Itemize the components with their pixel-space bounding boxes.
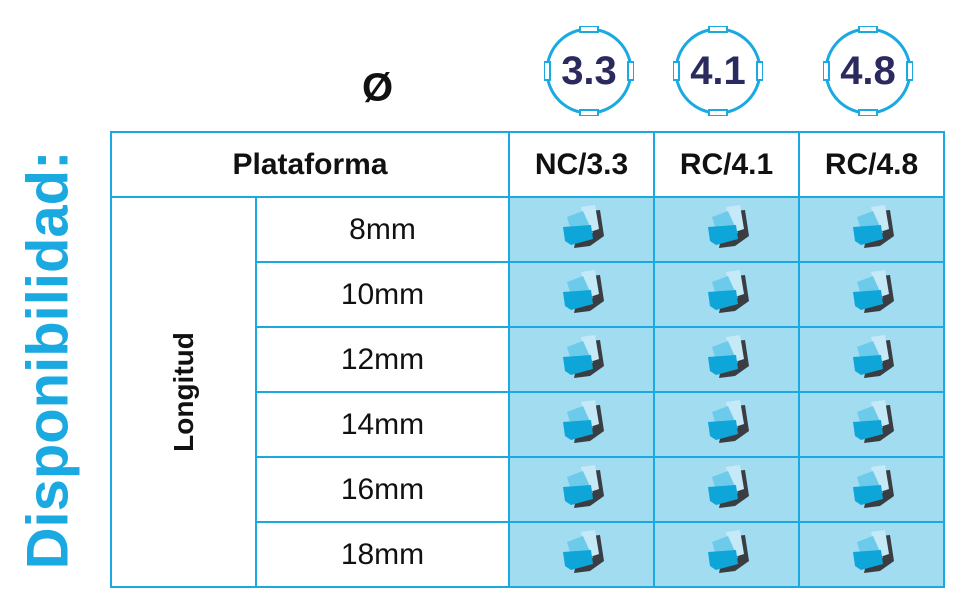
length-value: 18mm xyxy=(255,521,510,588)
availability-cell xyxy=(798,326,945,393)
platform-nc33: NC/3.3 xyxy=(508,131,655,198)
length-value: 10mm xyxy=(255,261,510,328)
availability-cell xyxy=(508,196,655,263)
badge-value: 4.1 xyxy=(690,49,746,93)
available-package-icon xyxy=(707,334,749,378)
length-value: 14mm xyxy=(255,391,510,458)
availability-cell xyxy=(798,391,945,458)
availability-cell xyxy=(653,391,800,458)
table-row: 18mm xyxy=(111,521,945,588)
available-package-icon xyxy=(852,334,894,378)
availability-cell xyxy=(798,261,945,328)
available-package-icon xyxy=(562,529,604,573)
diameter-badge: 3.3 xyxy=(544,26,634,116)
available-package-icon xyxy=(707,204,749,248)
platform-rc41: RC/4.1 xyxy=(653,131,800,198)
available-package-icon xyxy=(562,399,604,443)
availability-cell xyxy=(798,456,945,523)
platform-rc48: RC/4.8 xyxy=(798,131,945,198)
available-package-icon xyxy=(707,399,749,443)
header-row: Plataforma NC/3.3 RC/4.1 RC/4.8 xyxy=(110,131,945,198)
availability-cell xyxy=(653,456,800,523)
availability-cell xyxy=(653,196,800,263)
badge-outline-icon xyxy=(823,26,913,116)
availability-cell xyxy=(508,456,655,523)
table-row: 12mm xyxy=(111,326,945,393)
diameter-badge: 4.8 xyxy=(823,26,913,116)
available-package-icon xyxy=(852,529,894,573)
length-label: Longitud xyxy=(167,332,199,452)
length-value: 12mm xyxy=(255,326,510,393)
diameter-symbol: Ø xyxy=(362,66,394,110)
availability-table: Plataforma NC/3.3 RC/4.1 RC/4.8 Longitud… xyxy=(110,131,945,588)
available-package-icon xyxy=(562,464,604,508)
available-package-icon xyxy=(707,269,749,313)
availability-cell xyxy=(798,521,945,588)
table-row: 10mm xyxy=(111,261,945,328)
available-package-icon xyxy=(852,269,894,313)
length-header: Longitud xyxy=(110,196,257,588)
availability-cell xyxy=(653,261,800,328)
availability-cell xyxy=(508,261,655,328)
availability-cell xyxy=(508,326,655,393)
available-package-icon xyxy=(707,529,749,573)
table-row: 16mm xyxy=(111,456,945,523)
table-row: 14mm xyxy=(111,391,945,458)
table-row: Longitud 8mm xyxy=(110,196,945,588)
diameter-badge: 4.1 xyxy=(673,26,763,116)
availability-cell xyxy=(508,521,655,588)
availability-cell xyxy=(653,521,800,588)
availability-cell xyxy=(798,196,945,263)
badge-outline-icon xyxy=(673,26,763,116)
badge-outline-icon xyxy=(544,26,634,116)
badge-value: 4.8 xyxy=(840,49,896,93)
length-value: 8mm xyxy=(255,196,510,263)
available-package-icon xyxy=(852,464,894,508)
available-package-icon xyxy=(562,269,604,313)
available-package-icon xyxy=(852,399,894,443)
availability-cell xyxy=(508,391,655,458)
available-package-icon xyxy=(562,334,604,378)
badge-value: 3.3 xyxy=(561,49,617,93)
platform-header: Plataforma xyxy=(110,131,510,198)
length-value: 16mm xyxy=(255,456,510,523)
available-package-icon xyxy=(852,204,894,248)
availability-cell xyxy=(653,326,800,393)
available-package-icon xyxy=(562,204,604,248)
available-package-icon xyxy=(707,464,749,508)
availability-title: Disponibilidad: xyxy=(15,150,81,570)
